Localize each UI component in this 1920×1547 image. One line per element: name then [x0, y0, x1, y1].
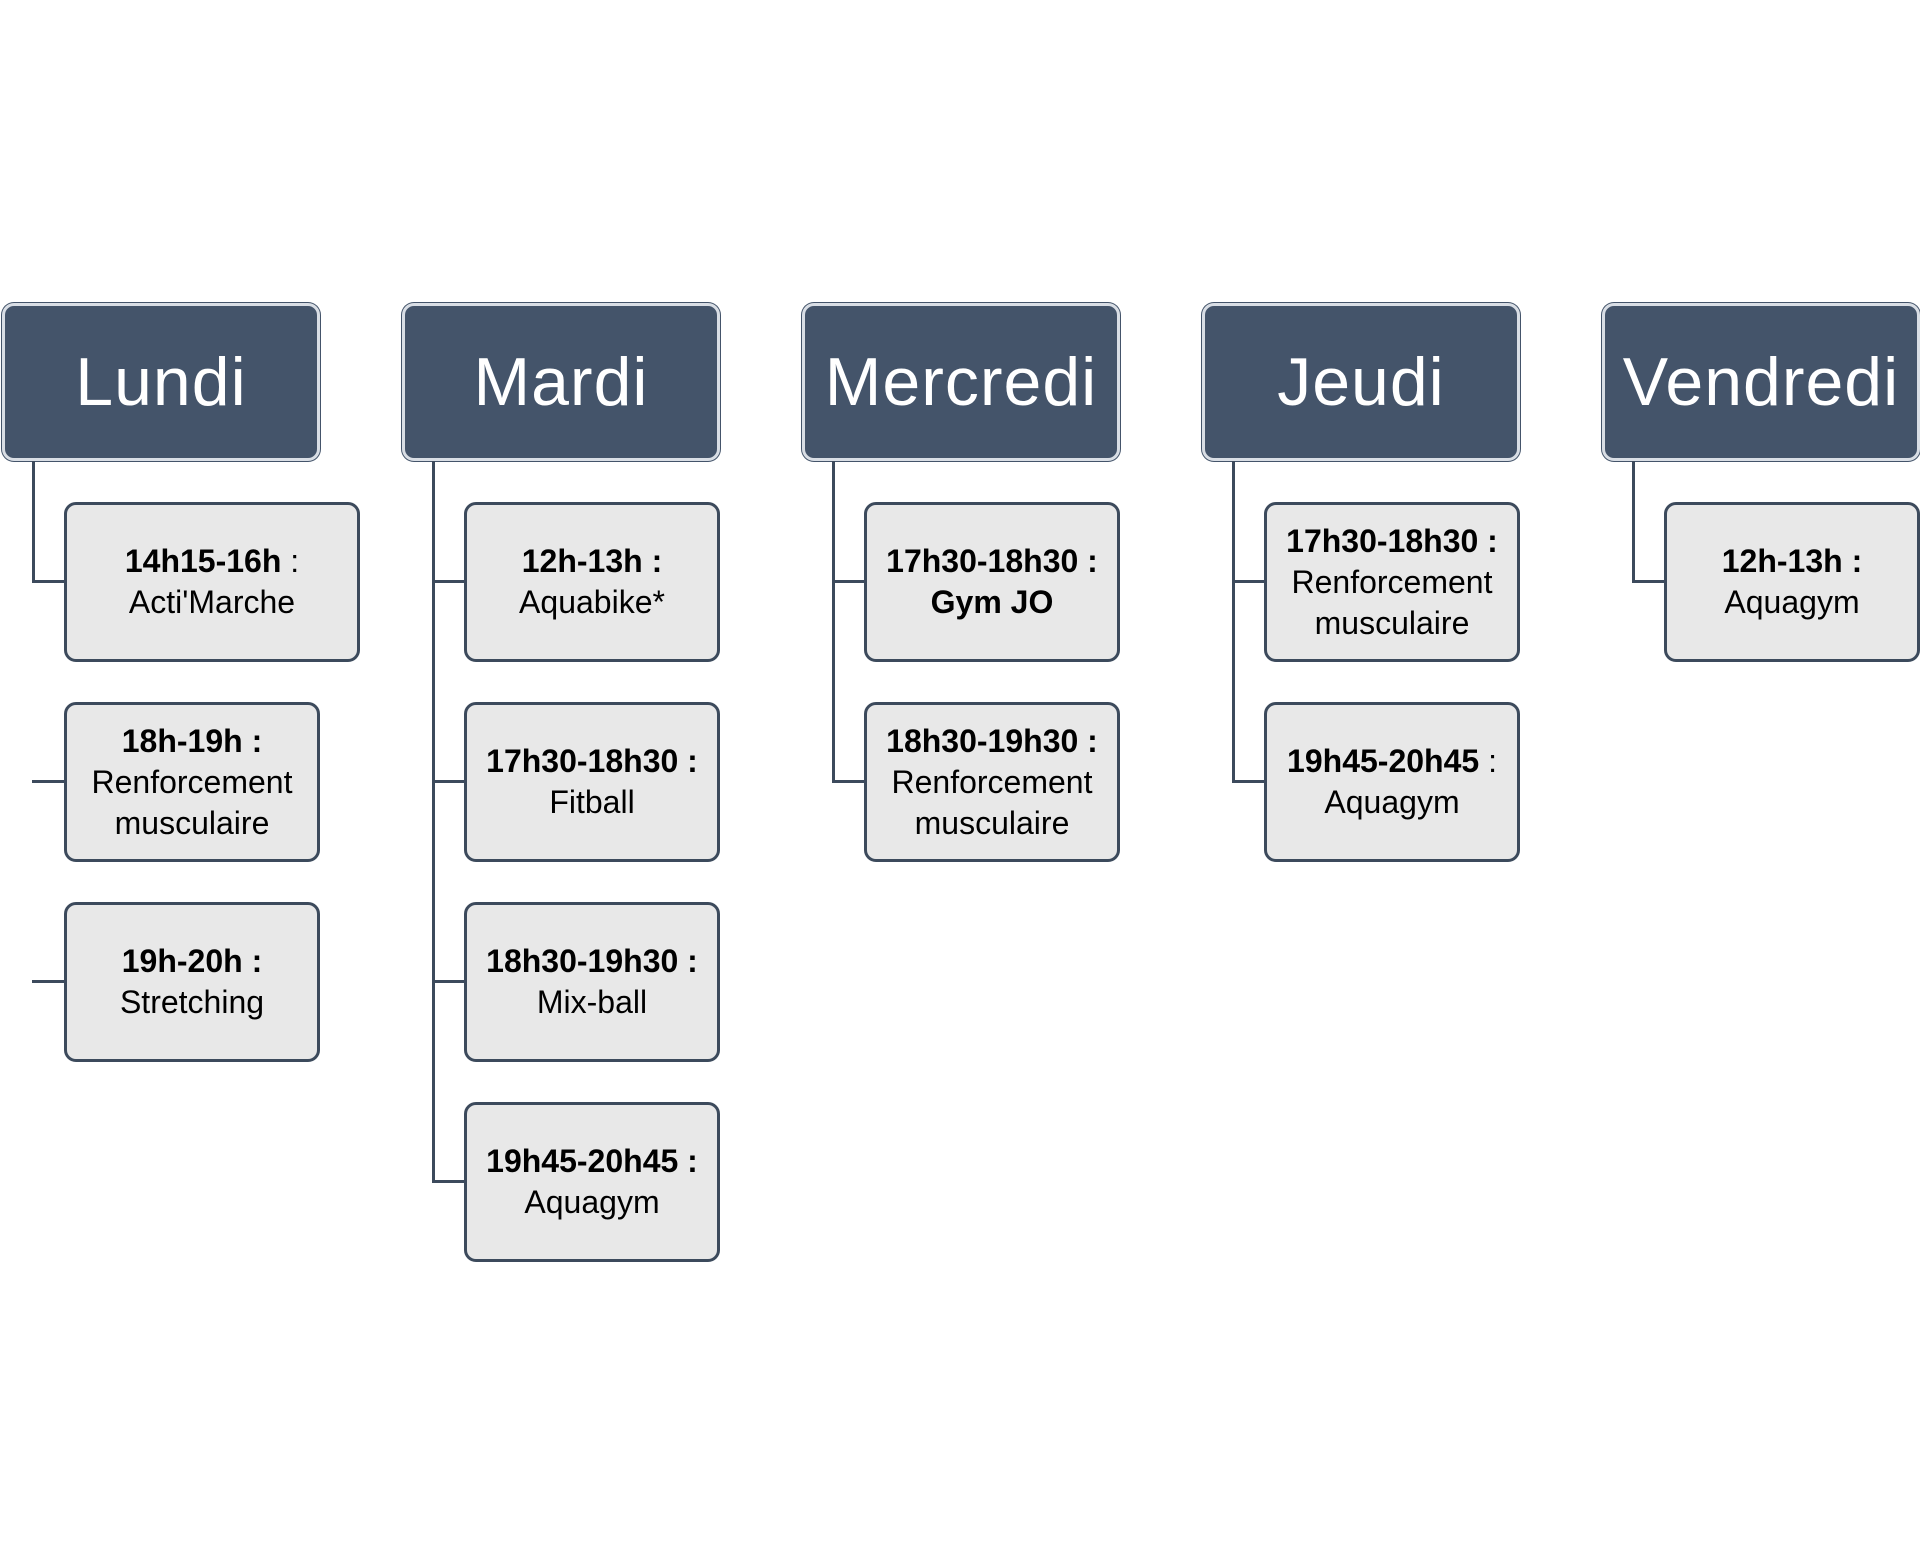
day-header-mardi: Mardi	[402, 303, 720, 461]
activity-time: 12h-13h :	[521, 543, 663, 579]
activity-time: 17h30-18h30 :	[486, 743, 698, 779]
activity-time: 17h30-18h30 :	[886, 543, 1098, 579]
connector-line-lundi	[32, 461, 35, 583]
connector-stub	[832, 780, 866, 783]
time-separator: :	[687, 1143, 698, 1179]
activity-box: 19h-20h : Stretching	[64, 902, 320, 1062]
time-separator: :	[290, 543, 300, 579]
activity-time: 12h-13h :	[1721, 543, 1863, 579]
connector-stub	[432, 980, 466, 983]
activity-box: 19h45-20h45 : Aquagym	[464, 1102, 720, 1262]
day-column-vendredi: Vendredi 12h-13h : Aquagym	[1600, 0, 1920, 1547]
connector-stub	[832, 580, 866, 583]
activity-box: 18h30-19h30 : Mix-ball	[464, 902, 720, 1062]
activity-box: 18h30-19h30 : Renforcement musculaire	[864, 702, 1120, 862]
time-separator: :	[1851, 543, 1863, 579]
activity-label: Renforcement musculaire	[91, 763, 293, 841]
activity-label: Aquagym	[1324, 784, 1460, 820]
day-header-jeudi: Jeudi	[1202, 303, 1520, 461]
activity-box: 17h30-18h30 : Gym JO	[864, 502, 1120, 662]
activity-label: Renforcement musculaire	[891, 763, 1093, 841]
connector-line-vendredi	[1632, 461, 1635, 583]
connector-stub	[32, 580, 66, 583]
activity-label: Acti'Marche	[128, 584, 296, 620]
day-header-mercredi: Mercredi	[802, 303, 1120, 461]
day-header-lundi: Lundi	[2, 303, 320, 461]
activity-box: 19h45-20h45 : Aquagym	[1264, 702, 1520, 862]
activity-label: Mix-ball	[536, 984, 648, 1020]
activity-label: Gym JO	[930, 584, 1054, 620]
activity-label: Aquagym	[524, 1184, 660, 1220]
activity-time: 19h45-20h45 :	[1287, 743, 1497, 779]
time-separator: :	[1087, 722, 1098, 759]
activity-time: 18h30-19h30 :	[886, 722, 1098, 759]
connector-line-mercredi	[832, 461, 835, 783]
day-column-lundi: Lundi 14h15-16h : Acti'Marche 18h-19h : …	[0, 0, 360, 1547]
activity-label: Aquabike*	[519, 584, 665, 620]
connector-line-jeudi	[1232, 461, 1235, 783]
connector-stub	[432, 780, 466, 783]
day-column-mardi: Mardi 12h-13h : Aquabike* 17h30-18h30 : …	[400, 0, 730, 1547]
connector-stub	[1232, 780, 1266, 783]
activity-box: 17h30-18h30 : Fitball	[464, 702, 720, 862]
time-separator: :	[1087, 543, 1098, 579]
connector-stub	[32, 780, 66, 783]
activity-time: 18h-19h :	[121, 722, 263, 759]
activity-label: Renforcement musculaire	[1291, 563, 1493, 641]
activity-box: 14h15-16h : Acti'Marche	[64, 502, 360, 662]
connector-stub	[1632, 580, 1666, 583]
connector-stub	[1232, 580, 1266, 583]
activity-time: 18h30-19h30 :	[486, 943, 698, 979]
activity-box: 17h30-18h30 : Renforcement musculaire	[1264, 502, 1520, 662]
activity-time: 14h15-16h :	[124, 543, 300, 579]
time-separator: :	[1487, 522, 1498, 559]
activity-time: 17h30-18h30 :	[1286, 522, 1498, 559]
time-separator: :	[687, 943, 698, 979]
day-column-mercredi: Mercredi 17h30-18h30 : Gym JO 18h30-19h3…	[800, 0, 1130, 1547]
activity-label: Stretching	[119, 984, 265, 1020]
day-column-jeudi: Jeudi 17h30-18h30 : Renforcement muscula…	[1200, 0, 1530, 1547]
day-header-vendredi: Vendredi	[1602, 303, 1920, 461]
connector-stub	[32, 980, 66, 983]
connector-stub	[432, 1180, 466, 1183]
activity-box: 18h-19h : Renforcement musculaire	[64, 702, 320, 862]
activity-box: 12h-13h : Aquabike*	[464, 502, 720, 662]
time-separator: :	[251, 722, 263, 759]
time-separator: :	[1488, 743, 1497, 779]
time-separator: :	[651, 543, 663, 579]
activity-time: 19h-20h :	[121, 943, 263, 979]
activity-time: 19h45-20h45 :	[486, 1143, 698, 1179]
connector-line-mardi	[432, 461, 435, 1183]
connector-stub	[432, 580, 466, 583]
activity-box: 12h-13h : Aquagym	[1664, 502, 1920, 662]
activity-label: Aquagym	[1724, 584, 1860, 620]
time-separator: :	[687, 743, 698, 779]
time-separator: :	[251, 943, 263, 979]
activity-label: Fitball	[549, 784, 635, 820]
